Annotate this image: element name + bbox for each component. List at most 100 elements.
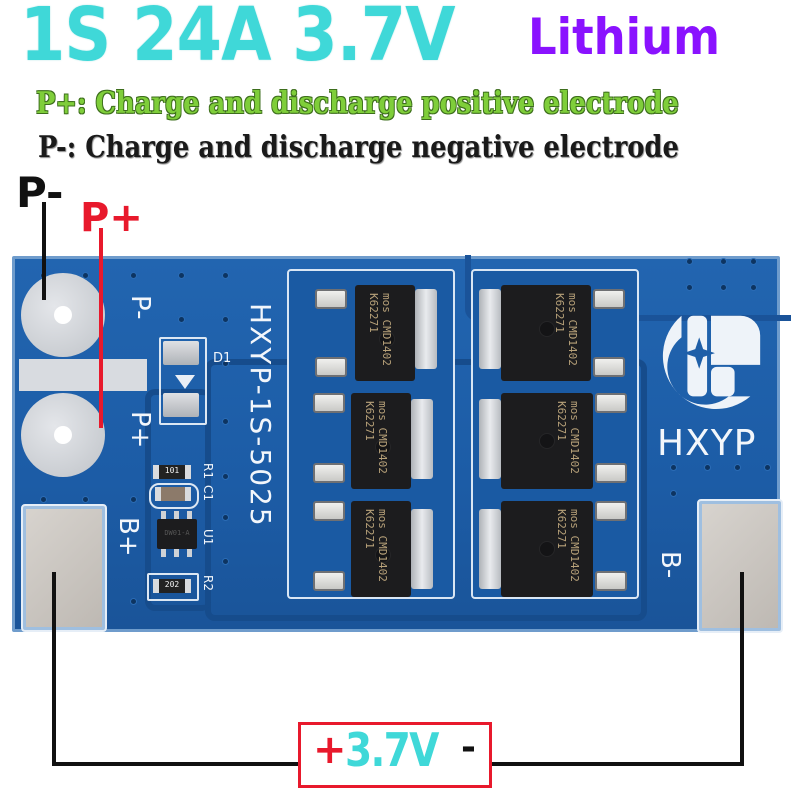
silk-model: HXYP-1S-5025 — [244, 303, 277, 528]
ic-u1: DW01-A — [157, 519, 197, 549]
circuit-wire-b-plus — [52, 572, 56, 766]
ic-lead — [187, 549, 192, 557]
silk-p-minus: P- — [125, 295, 155, 320]
diode-arrow-icon — [175, 375, 195, 389]
via — [751, 285, 756, 290]
mount-hole — [54, 426, 72, 444]
pad-b-plus — [21, 504, 107, 632]
via — [223, 474, 228, 479]
via — [41, 497, 46, 502]
via — [223, 317, 228, 322]
pad-p-plus — [21, 393, 105, 477]
via — [687, 285, 692, 290]
via — [671, 491, 676, 496]
via — [721, 259, 726, 264]
ic-lead — [161, 549, 166, 557]
via — [179, 317, 184, 322]
title-chemistry: Lithium — [528, 8, 721, 66]
diode-pad — [163, 393, 199, 417]
mosfet-tab — [415, 289, 437, 369]
silk-p-plus: P+ — [125, 411, 155, 449]
circuit-wire-bottom-left — [52, 762, 300, 766]
mosfet-lead — [313, 571, 345, 591]
silk-r1: R1 — [201, 463, 215, 479]
silk-u1: U1 — [201, 529, 215, 546]
mosfet-lead — [313, 463, 345, 483]
leader-wire-p-plus — [99, 228, 103, 428]
mosfet-tab — [479, 289, 501, 369]
chip-dimple — [379, 331, 395, 347]
mosfet-tab — [479, 399, 501, 479]
ic-lead — [174, 511, 179, 519]
circuit-wire-b-minus — [740, 572, 744, 766]
diode-outline — [159, 337, 207, 425]
ic-lead — [174, 549, 179, 557]
via — [83, 497, 88, 502]
silk-b-plus: B+ — [113, 517, 143, 557]
mount-hole — [54, 306, 72, 324]
mosfet-lead — [313, 393, 345, 413]
via — [687, 259, 692, 264]
capacitor-outline — [149, 483, 199, 509]
ic-lead — [187, 511, 192, 519]
resistor-outline — [147, 573, 199, 601]
silk-b-minus: B- — [655, 551, 685, 579]
silk-r2: R2 — [201, 575, 215, 591]
silk-c1: C1 — [201, 485, 215, 502]
resistor-r2: 202 — [153, 579, 191, 593]
chip-dimple — [539, 321, 555, 337]
ic-lead — [161, 511, 166, 519]
via — [765, 465, 770, 470]
via — [131, 273, 136, 278]
via — [83, 273, 88, 278]
chip-dimple — [539, 433, 555, 449]
via — [179, 273, 184, 278]
battery-minus-sign: - — [461, 727, 476, 768]
battery-voltage-label: + 3.7V - — [298, 722, 492, 788]
pad-p-minus — [21, 273, 105, 357]
silk-brand: HXYP — [657, 423, 757, 464]
via — [131, 497, 136, 502]
resistor-r1: 101 — [153, 465, 191, 479]
via — [671, 465, 676, 470]
mosfet-lead — [595, 501, 627, 521]
trace-outline — [145, 389, 211, 611]
silk-d1: D1 — [213, 351, 232, 366]
callout-p-plus: P+ — [80, 195, 143, 241]
callout-p-minus: P- — [16, 168, 64, 217]
mosfet-lead — [315, 289, 347, 309]
chip-dimple — [539, 541, 555, 557]
via — [131, 599, 136, 604]
legend-negative: P-: Charge and discharge negative electr… — [38, 130, 679, 165]
chip-dimple — [375, 547, 391, 563]
mosfet-lead — [313, 501, 345, 521]
mosfet-lead — [593, 289, 625, 309]
via — [705, 465, 710, 470]
pcb-board: P- P+ D1 101 R1 C1 DW01-A U1 202 R2 HXYP… — [12, 255, 791, 633]
battery-voltage: 3.7V — [345, 723, 439, 777]
via — [223, 419, 228, 424]
via — [735, 465, 740, 470]
mosfet-lead — [595, 393, 627, 413]
mosfet-lead — [593, 357, 625, 377]
mosfet-lead — [595, 463, 627, 483]
via — [223, 515, 228, 520]
via — [751, 259, 756, 264]
capacitor-c1 — [155, 487, 191, 501]
diode-pad — [163, 341, 199, 365]
legend-positive: P+: Charge and discharge positive electr… — [36, 86, 679, 121]
chip-dimple — [375, 439, 391, 455]
mosfet-tab — [479, 509, 501, 589]
mosfet-tab — [411, 399, 433, 479]
via — [223, 361, 228, 366]
